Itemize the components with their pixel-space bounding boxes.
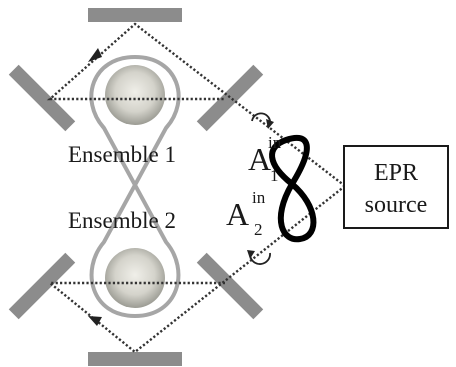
upper-right-mirror [196,64,264,132]
input-mode-2-superscript: in [252,188,266,207]
ensemble-2-atoms [105,248,165,308]
mirrors [8,8,264,366]
entanglement-figure-eight-icon [269,134,317,243]
ensemble-1-atoms [105,65,165,125]
upper-left-mirror [8,64,76,132]
epr-source-label-line1: EPR [374,160,418,186]
upper-beam-arrowhead-icon [88,48,102,62]
input-mode-2-label: A [226,196,249,232]
input-mode-1-superscript: in [268,133,282,152]
lower-right-mirror [196,252,264,320]
top-mirror [88,8,182,22]
input-mode-2-subscript: 2 [254,220,263,239]
ensemble-coupling-loop [89,54,181,319]
lower-beam-arrowhead-icon [88,316,102,326]
light-paths [46,22,346,354]
upper-cavity-beam [46,22,346,187]
lower-left-mirror [8,252,76,320]
epr-source-box [343,145,449,229]
input-mode-1-label: A [248,141,271,177]
input-mode-1-subscript: 1 [270,166,279,185]
ensemble-2-label: Ensemble 2 [68,208,176,233]
epr-source-label-line2: source [365,192,428,218]
input-1-rotation-icon [251,112,274,129]
input-2-rotation-icon [247,250,271,265]
bottom-mirror [88,352,182,366]
ensemble-1-label: Ensemble 1 [68,142,176,167]
